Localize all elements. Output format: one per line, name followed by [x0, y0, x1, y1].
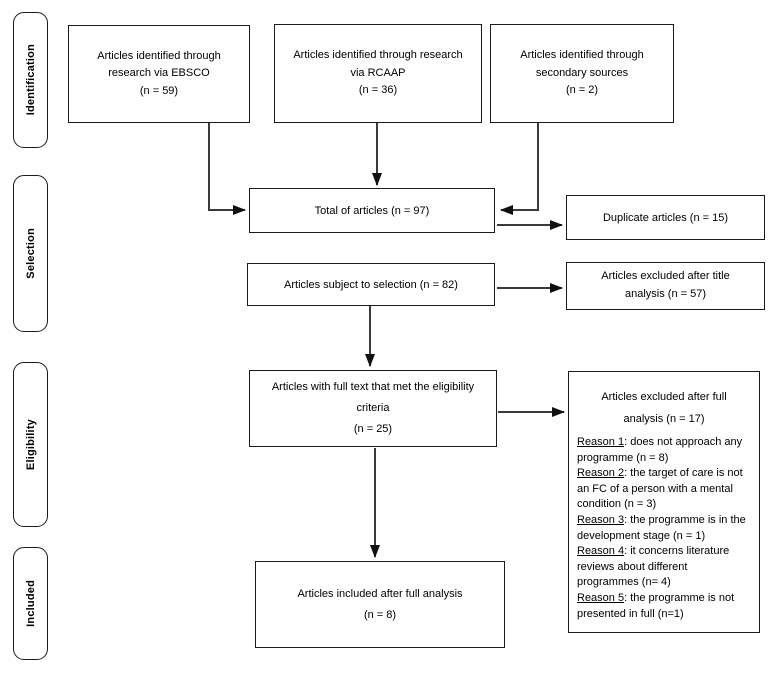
reason-item: Reason 5: the programme is not presented…	[577, 591, 751, 622]
arrow-secondary-to-total	[500, 123, 539, 215]
reason-item: Reason 3: the programme is in the develo…	[577, 513, 751, 544]
stage-identification-label: Identification	[24, 44, 37, 116]
stage-selection-label: Selection	[24, 228, 37, 279]
box-articles-secondary: Articles identified through secondary so…	[490, 24, 674, 123]
box-articles-ebsco: Articles identified through research via…	[68, 25, 250, 123]
stage-identification: Identification	[13, 12, 48, 148]
reason-text: : it concerns literature reviews about d…	[577, 545, 730, 589]
reason-label: Reason 2	[577, 467, 625, 480]
box-total-articles: Total of articles (n = 97)	[249, 188, 495, 233]
excluded-full-header: Articles excluded after full analysis (n…	[601, 391, 727, 425]
reason-label: Reason 5	[577, 592, 625, 605]
reason-label: Reason 3	[577, 514, 625, 527]
reason-item: Reason 1: does not approach any programm…	[577, 435, 751, 466]
reason-label: Reason 4	[577, 545, 625, 558]
box-articles-rcaap: Articles identified through research via…	[274, 24, 482, 123]
box-subject-to-selection: Articles subject to selection (n = 82)	[247, 263, 495, 306]
box-included-full-analysis: Articles included after full analysis (n…	[255, 561, 505, 648]
reason-item: Reason 4: it concerns literature reviews…	[577, 544, 751, 591]
box-full-text-eligibility: Articles with full text that met the eli…	[249, 370, 497, 447]
reason-label: Reason 1	[577, 436, 625, 448]
stage-eligibility: Eligibility	[13, 362, 48, 527]
reason-text: : the target of care is not an FC of a p…	[577, 467, 743, 511]
reason-text: : does not approach any programme (n = 8…	[577, 436, 743, 464]
arrow-ebsco-to-total	[208, 123, 246, 215]
reason-text: : the programme is in the development st…	[577, 514, 746, 542]
box-duplicate-articles: Duplicate articles (n = 15)	[566, 195, 765, 240]
stage-eligibility-label: Eligibility	[24, 418, 37, 471]
box-excluded-full-analysis: Articles excluded after full analysis (n…	[568, 371, 760, 633]
excluded-full-reasons-list: Reason 1: does not approach any programm…	[577, 435, 751, 622]
stage-selection: Selection	[13, 175, 48, 332]
stage-included: Included	[13, 547, 48, 660]
stage-included-label: Included	[24, 580, 37, 627]
reason-text: : the programme is not presented in full…	[577, 592, 735, 620]
reason-item: Reason 2: the target of care is not an F…	[577, 466, 751, 513]
box-excluded-title-analysis: Articles excluded after title analysis (…	[566, 262, 765, 310]
